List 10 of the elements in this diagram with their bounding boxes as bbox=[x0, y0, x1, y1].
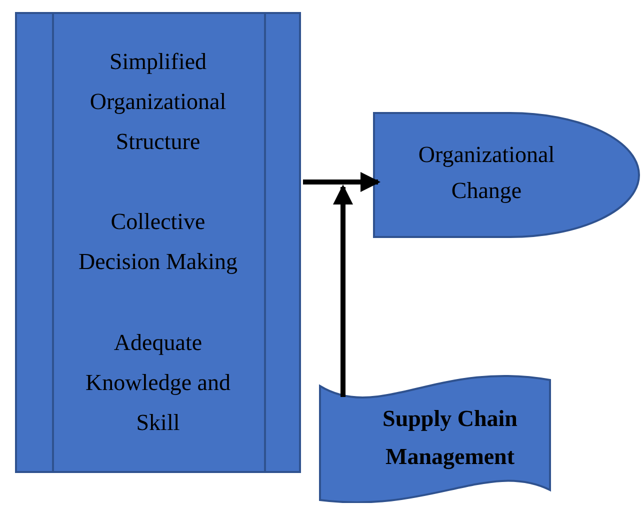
box-text: Collective Decision Making bbox=[78, 208, 238, 276]
document-wave-shape bbox=[319, 372, 551, 503]
box-text: Adequate Knowledge and Skill bbox=[84, 328, 232, 437]
process-box bbox=[15, 12, 301, 473]
shape-text: Supply Chain Management bbox=[382, 404, 518, 472]
arrow bbox=[333, 184, 353, 397]
shape-text: Organizational Change bbox=[417, 141, 556, 205]
delay-shape bbox=[373, 112, 640, 238]
arrow bbox=[303, 172, 380, 192]
box-text: Simplified Organizational Structure bbox=[88, 48, 228, 156]
